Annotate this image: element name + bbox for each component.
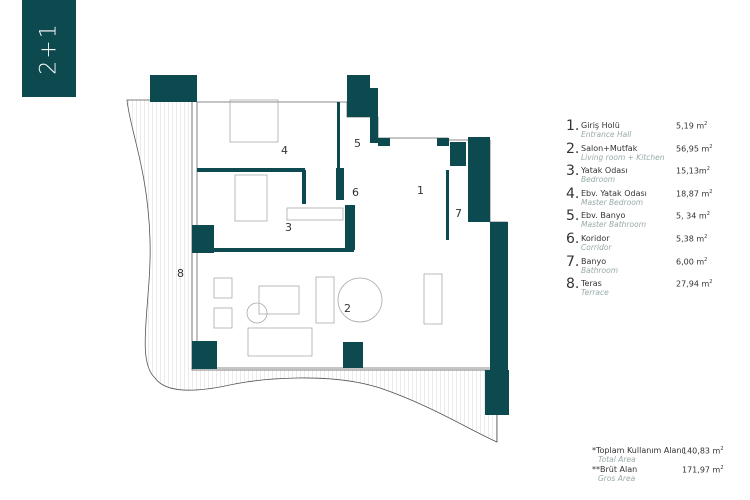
legend-num: 8. <box>566 276 580 293</box>
room-number-5: 5 <box>354 137 361 150</box>
legend-name: Ebv. Banyo <box>581 211 626 221</box>
total-area: 140,83 m2 <box>682 446 724 456</box>
legend-name: Banyo <box>581 256 607 266</box>
legend-area: 5,19 m2 <box>676 121 708 131</box>
room-number-4: 4 <box>281 144 288 157</box>
legend-num: 3. <box>566 163 580 180</box>
room-number-3: 3 <box>285 221 292 234</box>
legend-sub: Living room + Kitchen <box>581 152 665 162</box>
room-number-6: 6 <box>352 186 359 199</box>
legend-sub: Master Bedroom <box>581 197 644 207</box>
terrace <box>126 99 498 443</box>
legend-sub: Terrace <box>581 288 609 298</box>
total-sub: Total Area <box>598 454 636 464</box>
legend-area: 15,13m2 <box>676 166 710 176</box>
legend-num: 7. <box>566 253 580 270</box>
legend-sub: Bedroom <box>581 175 616 185</box>
unit-type-badge: 2+1 <box>22 0 76 97</box>
legend-num: 5. <box>566 208 580 225</box>
legend-area: 18,87 m2 <box>676 188 713 199</box>
legend-area: 5,38 m2 <box>676 233 708 244</box>
legend-name: Koridor <box>581 233 610 243</box>
total-name: *Toplam Kullanım Alanı <box>592 446 684 455</box>
total-name: **Brüt Alan <box>592 465 638 474</box>
legend-sub: Bathroom <box>581 265 619 275</box>
legend-num: 4. <box>566 185 580 202</box>
legend-sub: Master Bathroom <box>581 220 646 230</box>
legend-num: 6. <box>566 230 580 247</box>
walls <box>150 75 509 415</box>
legend-sub: Corridor <box>581 242 612 252</box>
legend-name: Teras <box>581 279 602 289</box>
legend-area: 56,95 m2 <box>676 143 713 154</box>
room-number-1: 1 <box>417 184 424 197</box>
total-area: 171,97 m2 <box>682 465 724 475</box>
room-numbers: 1 2 3 4 5 6 7 8 <box>177 137 462 315</box>
legend-name: Giriş Holü <box>581 121 620 130</box>
legend-area: 6,00 m2 <box>676 256 708 267</box>
legend-name: Yatak Odası <box>581 166 628 176</box>
room-number-8: 8 <box>177 267 184 280</box>
furniture <box>213 99 443 357</box>
room-number-7: 7 <box>455 207 462 220</box>
legend-area: 27,94 m2 <box>676 279 713 289</box>
legend-num: 2. <box>566 140 580 157</box>
legend-num: 1. <box>566 118 580 134</box>
legend-sub: Entrance Hall <box>581 130 632 139</box>
legend-name: Ebv. Yatak Odası <box>581 188 647 198</box>
legend-area: 5, 34 m2 <box>676 211 710 222</box>
total-sub: Gros Area <box>598 473 636 483</box>
legend-name: Salon+Mutfak <box>581 143 638 153</box>
room-number-2: 2 <box>344 302 351 315</box>
